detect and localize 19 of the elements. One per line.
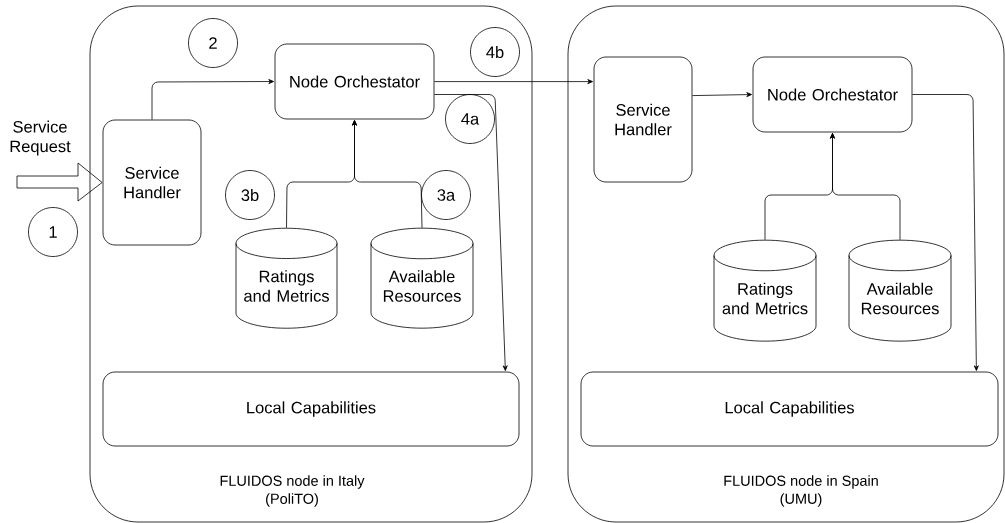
database-cylinder: Available Resources <box>848 239 952 342</box>
arrow <box>692 92 752 98</box>
database-cylinder: Ratings and Metrics <box>235 227 338 329</box>
process-box: Service Handler <box>593 56 693 183</box>
process-box: Node Orchestator <box>274 43 435 120</box>
process-box: Service Handler <box>102 119 202 246</box>
arrow <box>434 79 593 85</box>
arrow <box>151 79 274 120</box>
arrow <box>830 133 901 241</box>
database-cylinder: Ratings and Metrics <box>713 239 817 342</box>
process-box: Local Capabilities <box>580 371 999 447</box>
hollow-arrow <box>16 162 103 202</box>
arrow <box>912 94 979 371</box>
process-box: Local Capabilities <box>102 371 520 447</box>
database-cylinder: Available Resources <box>370 227 474 329</box>
edge-label: Service Request <box>10 120 71 156</box>
process-box: Node Orchestator <box>752 56 913 133</box>
arrow <box>434 94 508 371</box>
arrow <box>352 120 423 229</box>
